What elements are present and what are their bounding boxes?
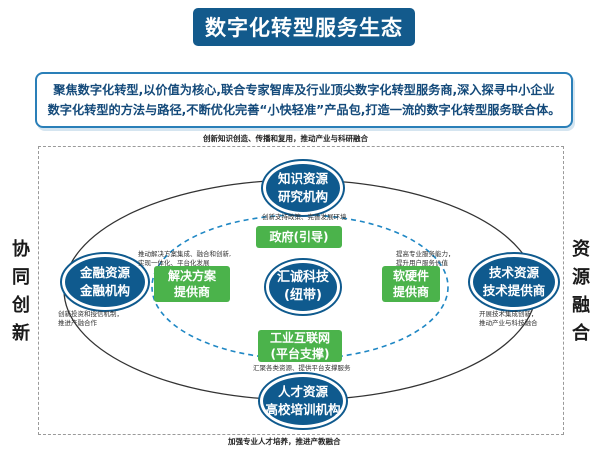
ecosystem-frame — [38, 146, 564, 435]
right-label-char: 资 — [572, 239, 590, 260]
left-label-char: 同 — [12, 267, 30, 288]
node-line-1: 汇诚科技 — [276, 270, 329, 285]
box-line-1: 工业互联网 — [269, 331, 330, 345]
node-line-2: 研究机构 — [277, 189, 328, 204]
hardware-provider-box: 软硬件 提供商 — [382, 266, 440, 302]
hardware-note: 提高专业服务能力， 提升用户服务价值 — [396, 250, 455, 268]
box-line-2: (平台支撑) — [270, 347, 330, 361]
note-line-2: 实现一体化、平台化发展 — [138, 259, 210, 267]
box-line-1: 软硬件 — [392, 269, 429, 283]
intro-line-1: 聚焦数字化转型,以价值为核心,联合专家智库及行业顶尖数字化转型服务商,深入探寻中… — [53, 83, 555, 97]
node-line-2: 高校培训机构 — [265, 402, 341, 417]
left-label-char: 协 — [12, 239, 30, 260]
note-line-2: 提升用户服务价值 — [396, 259, 448, 267]
note-line-1: 推动解决方案集成、融合和创新, — [138, 250, 232, 258]
tech-resource-node: 技术资源 技术提供商 — [470, 254, 558, 310]
intro-line-2: 数字化转型的方法与路径,不断优化完善“小快轻准”产品包,打造一流的数字化转型服务… — [47, 103, 561, 117]
note-line-2: 推进产融合作 — [58, 319, 97, 327]
gov-guide-box: 政府(引导) — [256, 226, 342, 248]
node-line-1: 技术资源 — [488, 265, 539, 280]
note-line-1: 创新投资和授信机制， — [58, 310, 123, 318]
finance-note: 创新投资和授信机制， 推进产融合作 — [58, 310, 123, 328]
tech-note: 开展技术集成创新， 推动产业与科技融合 — [479, 310, 538, 328]
bottom-caption: 加强专业人才培养，推进产教融合 — [228, 437, 341, 446]
left-label-char: 新 — [12, 323, 30, 344]
knowledge-note: 创新支持政策、完善发展环境 — [262, 213, 347, 221]
finance-resource-node: 金融资源 金融机构 — [62, 254, 148, 310]
left-side-label: 协 同 创 新 — [10, 236, 32, 348]
solution-provider-box: 解决方案 提供商 — [154, 266, 230, 302]
note-line-2: 推动产业与科技融合 — [479, 319, 538, 327]
right-label-char: 融 — [572, 295, 590, 316]
note-line-1: 开展技术集成创新， — [479, 310, 538, 318]
box-line-2: 提供商 — [392, 285, 429, 299]
center-hub-node: 汇诚科技 (纽带) — [266, 260, 340, 314]
industrial-note: 汇聚各类资源、提供平台支撑服务 — [253, 364, 351, 372]
right-label-char: 合 — [572, 323, 590, 344]
knowledge-resource-node: 知识资源 研究机构 — [263, 161, 343, 215]
right-label-char: 源 — [572, 267, 590, 288]
top-caption: 创新知识创造、传播和复用，推动产业与科研融合 — [203, 134, 368, 143]
node-line-1: 知识资源 — [277, 171, 328, 186]
node-line-2: 技术提供商 — [482, 283, 546, 298]
intro-box: 聚焦数字化转型,以价值为核心,联合专家智库及行业顶尖数字化转型服务商,深入探寻中… — [35, 72, 573, 128]
page-title: 数字化转型服务生态 — [193, 8, 415, 46]
right-side-label: 资 源 融 合 — [570, 236, 592, 348]
box-line-1: 解决方案 — [167, 269, 216, 283]
node-line-1: 人才资源 — [277, 384, 328, 399]
note-line-1: 提高专业服务能力， — [396, 250, 455, 258]
inner-dashed-ellipse — [151, 214, 449, 360]
left-label-char: 创 — [12, 295, 30, 316]
node-line-2: 金融机构 — [79, 283, 130, 298]
node-line-2: (纽带) — [284, 288, 322, 303]
talent-resource-node: 人才资源 高校培训机构 — [260, 374, 346, 428]
solution-note: 推动解决方案集成、融合和创新, 实现一体化、平台化发展 — [138, 250, 231, 268]
node-line-1: 金融资源 — [79, 265, 130, 280]
industrial-internet-box: 工业互联网 (平台支撑) — [258, 330, 342, 362]
box-line-2: 提供商 — [173, 285, 210, 299]
